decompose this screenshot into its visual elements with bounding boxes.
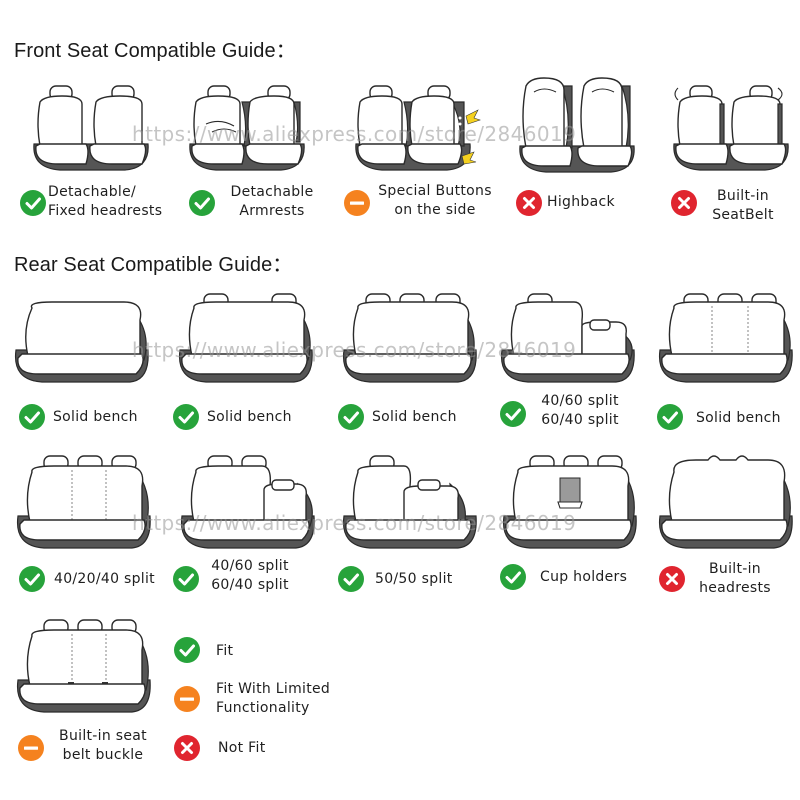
rear-seat-4060-image [178,452,318,552]
check-icon [499,563,527,591]
check-icon [188,189,216,217]
rear-seat-builtin-headrests-image [656,452,796,552]
check-icon [173,636,201,664]
check-icon [172,565,200,593]
check-icon [337,403,365,431]
check-icon [337,565,365,593]
rear-seat-solid-bench-bolster-image [656,290,796,385]
front-seat-seatbelt-image [670,80,795,175]
cross-icon [515,189,543,217]
rear-seat-solid-bench-2hr-image [176,290,316,385]
check-icon [499,400,527,428]
rear-row1-label-1: Solid bench [53,409,138,425]
minus-icon [17,734,45,762]
cross-icon [670,189,698,217]
front-seat-heading: Front Seat Compatible Guide： [14,40,296,62]
rear-row1-label-5: Solid bench [696,410,781,426]
rear-seat-split-image [498,290,643,385]
front-seat-highback-image [516,76,641,176]
rear-seat-solid-bench-3hr-image [340,290,480,385]
front-seat-headrests-image [30,80,155,175]
rear-row2-label-4: Cup holders [540,569,628,585]
minus-icon [173,685,201,713]
minus-icon [343,189,371,217]
rear-row2-label-3: 50/50 split [375,571,453,587]
rear-row1-label-2: Solid bench [207,409,292,425]
rear-seat-solid-bench-image [12,300,152,385]
rear-seat-heading: Rear Seat Compatible Guide： [14,254,293,276]
check-icon [656,403,684,431]
front-label-headrests: Detachable/Fixed headrests [48,184,163,219]
rear-seat-buckle-image [14,616,154,716]
check-icon [18,403,46,431]
rear-row1-label-3: Solid bench [372,409,457,425]
rear-row2-label-1: 40/20/40 split [54,571,155,587]
check-icon [172,403,200,431]
cross-icon [658,565,686,593]
front-seat-armrests-image [186,80,311,175]
front-label-highback: Highback [547,194,615,210]
check-icon [19,189,47,217]
front-seat-buttons-image [352,80,481,175]
rear-seat-cupholders-image [500,452,640,552]
rear-seat-402040-image [14,452,154,552]
legend-not-fit-label: Not Fit [218,740,266,756]
check-icon [18,565,46,593]
cross-icon [173,734,201,762]
rear-seat-5050-image [340,452,480,552]
legend-fit-label: Fit [216,643,234,659]
